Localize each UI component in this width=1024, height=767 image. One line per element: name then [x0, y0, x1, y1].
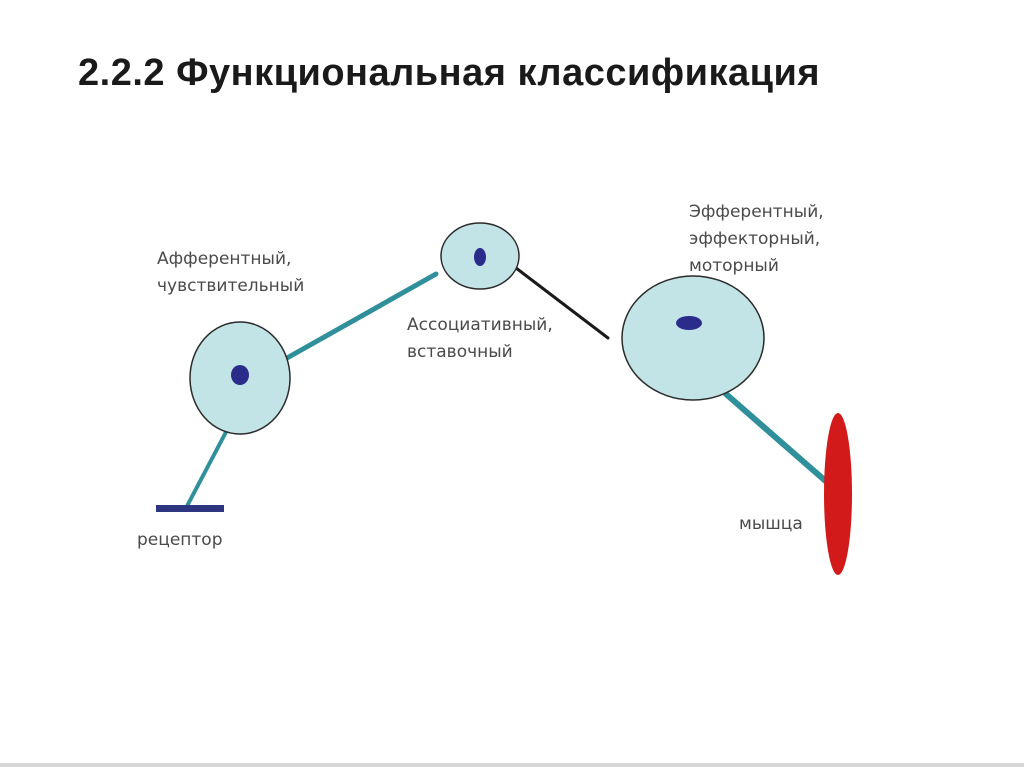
receptor-label: рецептор [137, 530, 223, 550]
bottom-divider [0, 763, 1024, 767]
muscle-shape [824, 413, 852, 575]
efferent-neuron-nucleus [676, 316, 702, 330]
efferent-label-line: эффекторный, [689, 229, 820, 249]
associative-label-line: вставочный [407, 342, 513, 362]
associative-label: Ассоциативный, вставочный [407, 315, 558, 362]
receptor-bar [156, 505, 224, 512]
afferent-dendrite [186, 432, 226, 508]
afferent-label-line: Афферентный, [157, 249, 291, 269]
associative-label-line: Ассоциативный, [407, 315, 553, 335]
afferent-label: Афферентный, чувствительный [157, 249, 304, 296]
efferent-label-line: Эфферентный, [689, 202, 824, 222]
muscle-label: мышца [739, 514, 803, 534]
associative-neuron-nucleus [474, 248, 486, 266]
efferent-label-line: моторный [689, 256, 779, 276]
efferent-axon [726, 394, 829, 484]
afferent-label-line: чувствительный [157, 276, 304, 296]
efferent-neuron-body [622, 276, 764, 400]
afferent-neuron-nucleus [231, 365, 249, 385]
efferent-label: Эфферентный, эффекторный, моторный [689, 202, 829, 276]
